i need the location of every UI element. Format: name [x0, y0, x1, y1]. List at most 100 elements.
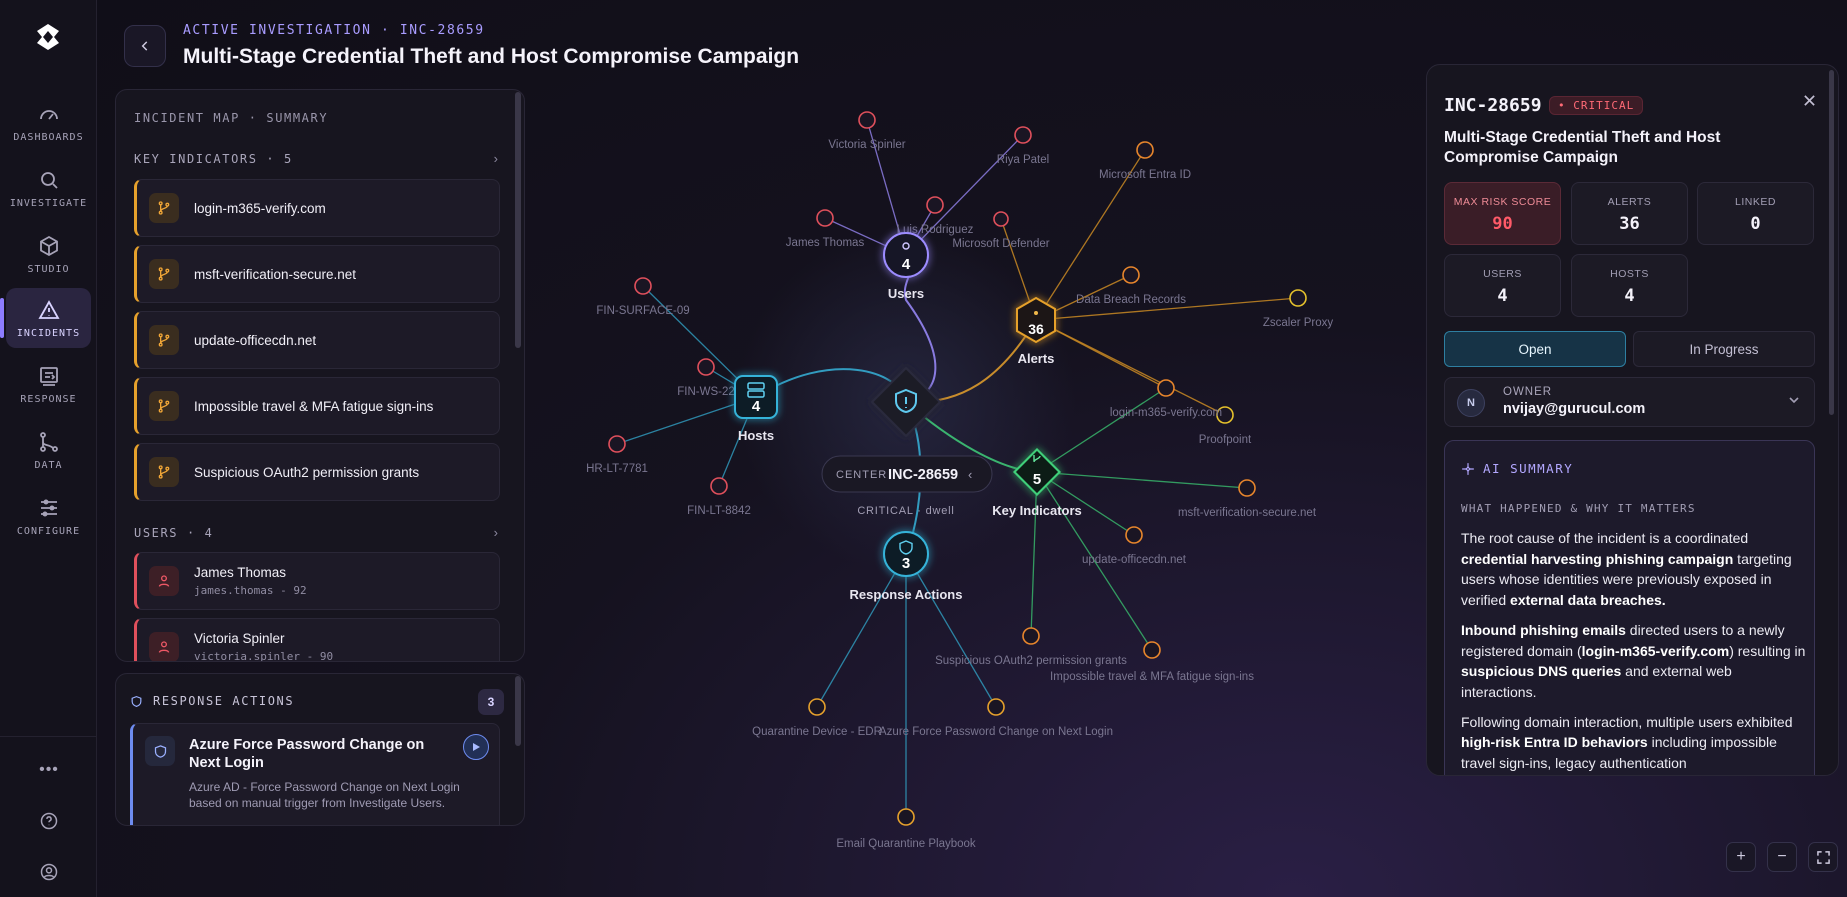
hub-users[interactable]: 4 Users	[883, 232, 929, 301]
stat-max-risk: MAX RISK SCORE 90	[1444, 182, 1561, 245]
center-label: CENTER	[836, 469, 887, 481]
search-icon	[40, 171, 58, 189]
incident-graph[interactable]: Victoria Spinler Riya Patel Luis Rodrigu…	[540, 80, 1420, 880]
user-name: Victoria Spinler	[194, 631, 285, 646]
status-open-button[interactable]: Open	[1444, 331, 1626, 367]
chevron-right-icon[interactable]: ›	[493, 525, 498, 540]
hub-label: Users	[888, 286, 924, 301]
summary-highlight: Inbound phishing emails	[1461, 621, 1626, 638]
indicator-item[interactable]: login-m365-verify.com	[134, 179, 500, 237]
hub-alerts[interactable]: 36 Alerts	[1016, 296, 1056, 366]
help-icon[interactable]	[34, 806, 64, 836]
scrollbar[interactable]	[515, 92, 521, 348]
hub-response-actions[interactable]: 3 Response Actions	[850, 531, 963, 602]
scrollbar[interactable]	[515, 676, 521, 746]
owner-select[interactable]: N OWNER nvijay@gurucul.com	[1444, 377, 1815, 427]
indicator-label: msft-verification-secure.net	[194, 266, 357, 282]
stat-value: 90	[1492, 214, 1513, 234]
center-incident-id: INC-28659	[888, 467, 958, 483]
summary-paragraph: The root cause of the incident is a coor…	[1461, 528, 1806, 611]
hub-key-indicators[interactable]: 5 Key Indicators	[992, 447, 1082, 518]
user-item[interactable]: James Thomas james.thomas - 92	[134, 552, 500, 610]
indicator-item[interactable]: Suspicious OAuth2 permission grants	[134, 443, 500, 501]
user-icon	[149, 632, 179, 661]
hub-count: 3	[902, 555, 910, 572]
stat-value: 4	[1497, 286, 1508, 306]
more-icon[interactable]: •••	[39, 761, 59, 778]
graph-indicator-label: Suspicious OAuth2 permission grants	[935, 655, 1127, 667]
summary-text: directed users to a newly registered dom…	[1461, 621, 1785, 659]
indicator-item[interactable]: update-officecdn.net	[134, 311, 500, 369]
nav-studio[interactable]: STUDIO	[6, 224, 91, 284]
center-selector[interactable]: CENTER INC-28659 ‹	[821, 455, 993, 493]
incident-title: Multi-Stage Credential Theft and Host Co…	[1444, 129, 1721, 166]
chevron-right-icon[interactable]: ›	[493, 151, 498, 166]
graph-host-label: FIN-WS-22	[677, 386, 735, 398]
summary-text: targeting users whose identities were pr…	[1461, 550, 1792, 609]
key-indicators-heading: KEY INDICATORS · 5	[134, 152, 293, 166]
expand-icon	[1816, 850, 1830, 864]
stat-label: USERS	[1483, 268, 1522, 280]
users-heading: USERS · 4	[134, 526, 214, 540]
graph-alert-label: Proofpoint	[1199, 434, 1252, 446]
back-button[interactable]	[124, 25, 166, 67]
stat-value: 36	[1619, 214, 1640, 234]
response-actions-title: RESPONSE ACTIONS	[153, 694, 295, 708]
chevron-left-icon: ‹	[968, 467, 972, 482]
sidebar-divider	[0, 736, 97, 737]
response-action-item[interactable]: Azure Force Password Change on Next Logi…	[130, 723, 500, 825]
graph-user-label: Riya Patel	[997, 154, 1049, 166]
graph-leaf-nodes[interactable]	[608, 111, 1307, 826]
sliders-icon	[40, 499, 57, 516]
nav-configure[interactable]: CONFIGURE	[6, 486, 91, 546]
nav-response[interactable]: RESPONSE	[6, 354, 91, 414]
user-profile-icon[interactable]	[34, 857, 64, 887]
ai-summary-subtitle: WHAT HAPPENED & WHY IT MATTERS	[1461, 502, 1696, 515]
summary-text: Following domain interaction, multiple u…	[1461, 713, 1793, 730]
status-in-progress-button[interactable]: In Progress	[1633, 331, 1815, 367]
nav-dashboards[interactable]: DASHBOARDS	[6, 92, 91, 152]
shield-icon	[895, 388, 917, 414]
graph-alert-label: Microsoft Defender	[952, 238, 1049, 250]
user-item[interactable]: Victoria Spinler victoria.spinler - 90	[134, 618, 500, 661]
brand-logo-icon[interactable]	[33, 22, 63, 52]
play-icon	[473, 743, 480, 751]
fullscreen-button[interactable]	[1808, 842, 1838, 872]
user-icon	[149, 566, 179, 596]
stat-linked: LINKED 0	[1697, 182, 1814, 245]
graph-indicator-label: msft-verification-secure.net	[1178, 507, 1317, 519]
chevron-left-icon	[141, 41, 148, 51]
severity-badge: • CRITICAL	[1549, 96, 1644, 115]
graph-user-label: Victoria Spinler	[828, 139, 905, 151]
indicator-label: login-m365-verify.com	[194, 200, 326, 216]
scrollbar[interactable]	[1829, 70, 1834, 415]
zoom-in-button[interactable]: +	[1726, 842, 1756, 872]
summary-highlight: credential harvesting phishing campaign	[1461, 550, 1734, 567]
close-icon[interactable]	[1794, 85, 1824, 115]
indicator-item[interactable]: Impossible travel & MFA fatigue sign-ins	[134, 377, 500, 435]
nav-data[interactable]: DATA	[6, 420, 91, 480]
nav-label: RESPONSE	[20, 393, 77, 405]
shield-icon	[145, 736, 175, 766]
page-title: Multi-Stage Credential Theft and Host Co…	[183, 45, 800, 68]
graph-user-label: James Thomas	[786, 237, 865, 249]
response-count-badge: 3	[478, 689, 504, 715]
run-action-button[interactable]	[463, 734, 489, 760]
ai-summary-body: The root cause of the incident is a coor…	[1461, 528, 1806, 775]
indicator-item[interactable]: msft-verification-secure.net	[134, 245, 500, 303]
zoom-out-button[interactable]: −	[1767, 842, 1797, 872]
nav-label: STUDIO	[27, 263, 70, 275]
nav-investigate[interactable]: INVESTIGATE	[6, 158, 91, 218]
hub-hosts[interactable]: 4 Hosts	[734, 375, 778, 443]
nav-incidents[interactable]: INCIDENTS	[0, 288, 91, 348]
hub-label: Key Indicators	[992, 503, 1082, 518]
graph-center-node[interactable]	[870, 366, 942, 438]
graph-user-label: Luis Rodriguez	[897, 224, 974, 236]
response-action-description: Azure AD - Force Password Change on Next…	[189, 780, 460, 810]
response-action-title: Azure Force Password Change on Next Logi…	[189, 737, 425, 771]
summary-highlight: external data breaches.	[1510, 592, 1666, 609]
sparkle-icon	[1462, 462, 1474, 475]
cube-icon	[39, 235, 58, 256]
indicator-icon	[149, 259, 179, 289]
incident-summary-panel: INCIDENT MAP · SUMMARY KEY INDICATORS · …	[115, 89, 525, 662]
